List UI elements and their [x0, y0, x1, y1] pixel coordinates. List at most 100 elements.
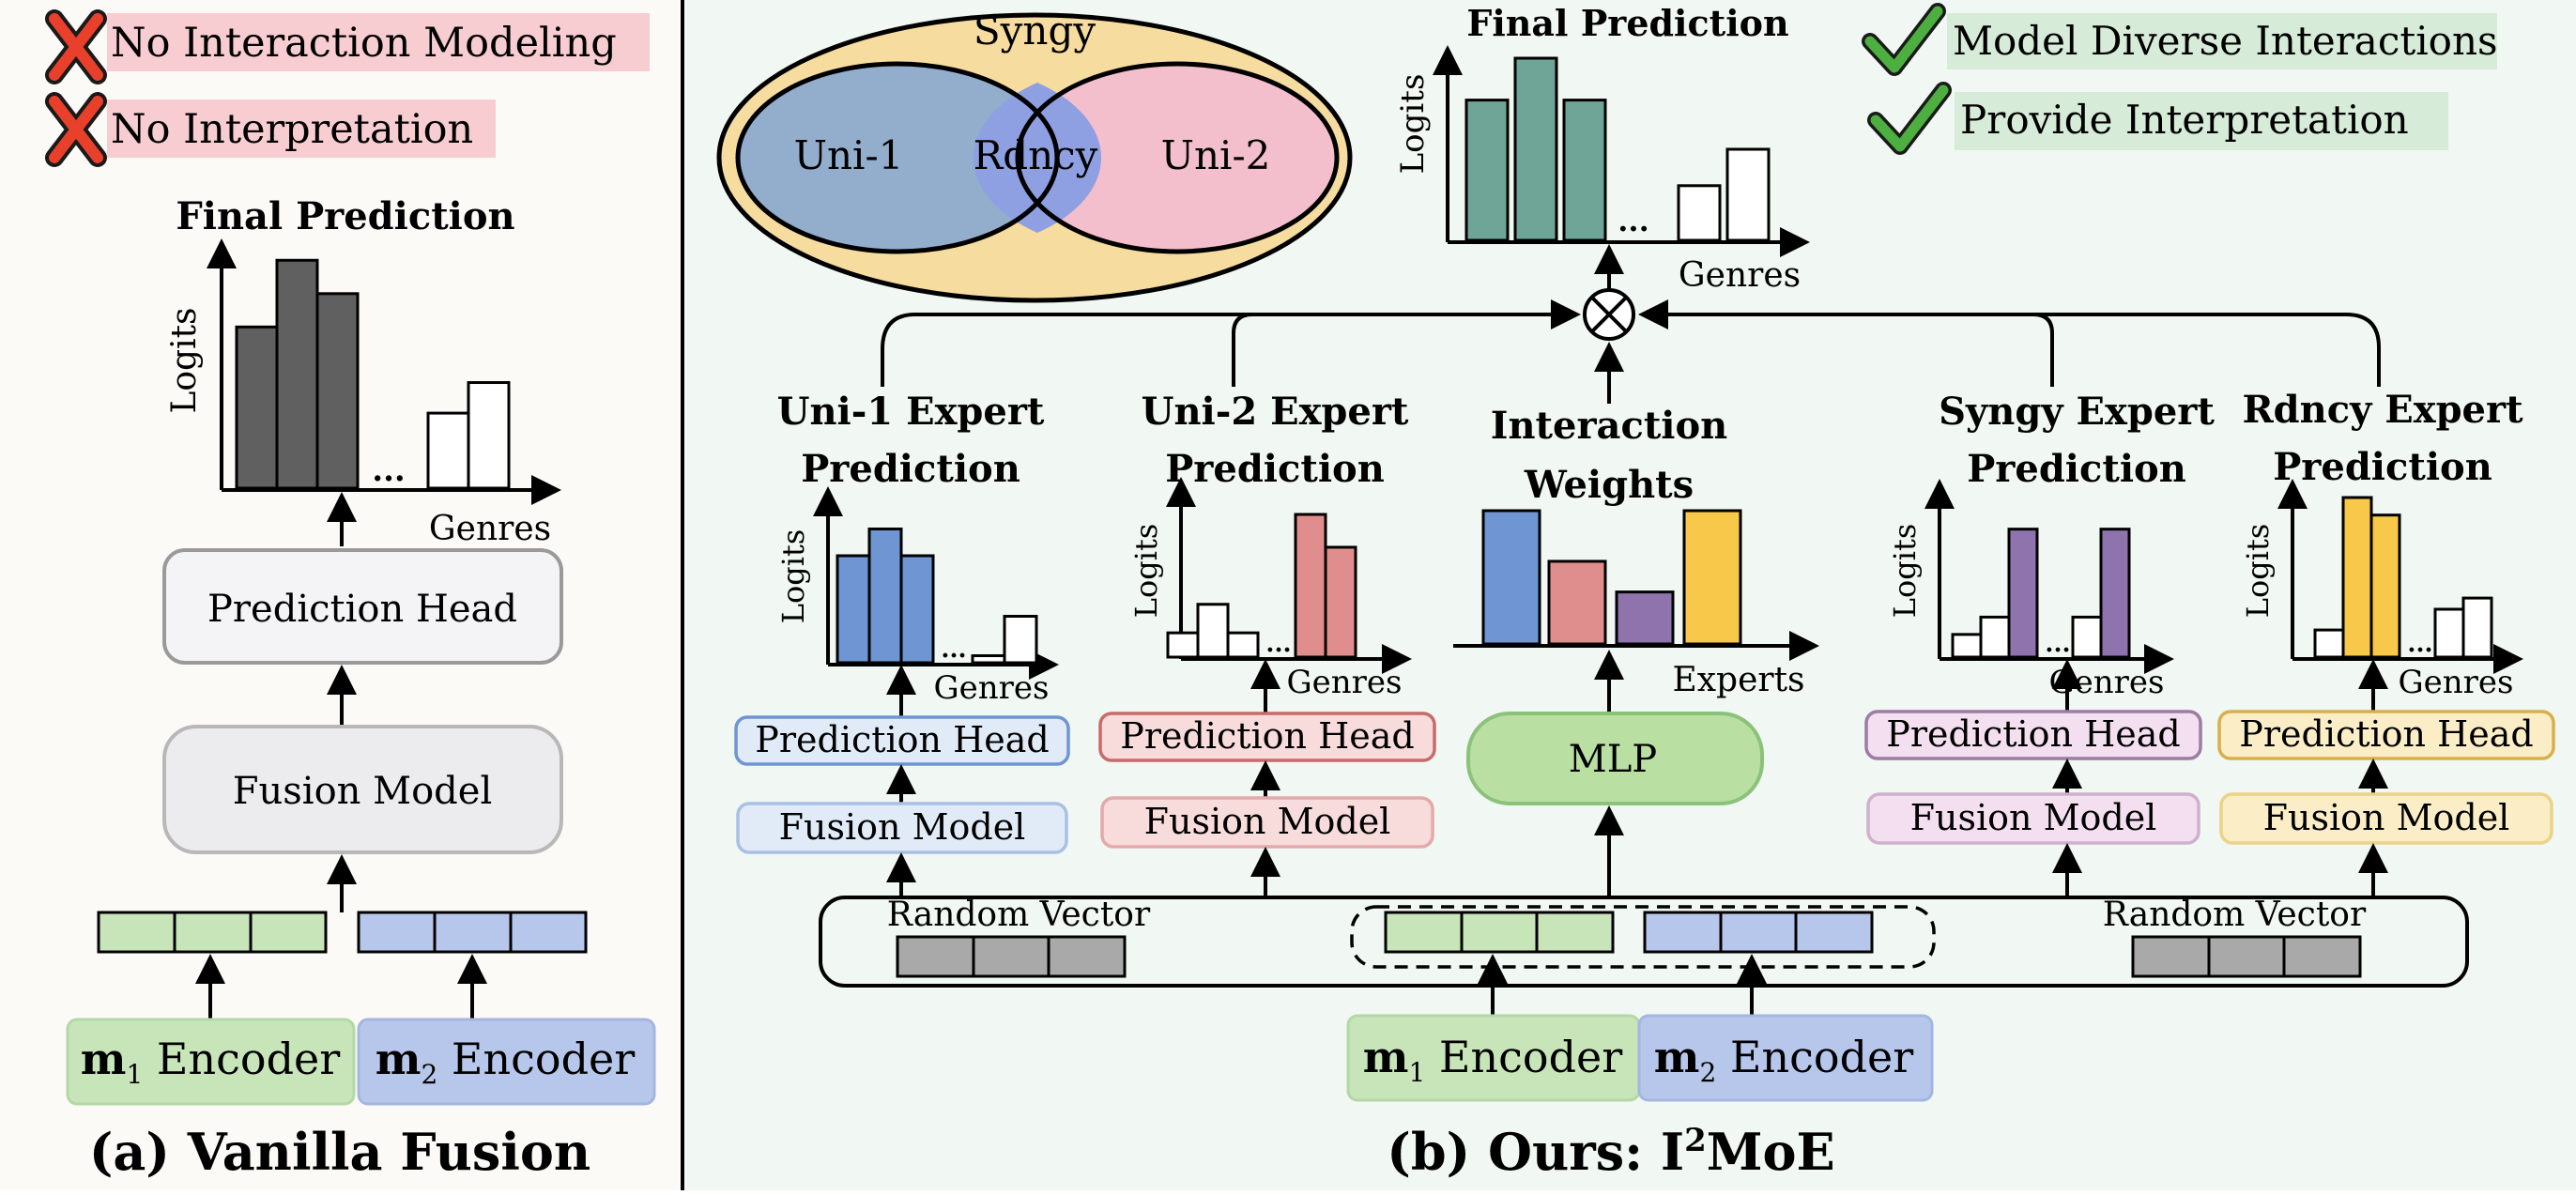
final-prediction-title: Final Prediction — [176, 194, 514, 238]
bar — [1979, 615, 2011, 659]
x-axis-label: Genres — [429, 510, 551, 548]
x-axis-label: Genres — [933, 669, 1049, 707]
interaction-weights-chart: Experts — [1453, 509, 1819, 699]
connector — [1638, 299, 2381, 387]
mlp-box — [1466, 712, 1764, 805]
weight-bar — [1547, 559, 1607, 646]
bar — [1951, 633, 1983, 659]
bar — [1003, 615, 1038, 665]
good-point-label: Model Diverse Interactions — [1953, 18, 2498, 64]
bar — [2313, 628, 2345, 659]
rdncy-label: Rdncy — [974, 132, 1098, 178]
ellipsis: ... — [2045, 630, 2070, 658]
x-axis-label: Genres — [1679, 256, 1801, 295]
bar — [836, 554, 871, 665]
y-axis-label: Logits — [1394, 74, 1432, 175]
m1-encoder-box — [66, 1018, 356, 1106]
expert-title: Prediction — [1165, 447, 1385, 491]
expert-block-1: Uni-1 ExpertPredictionLogitsGenres...Pre… — [734, 390, 1070, 897]
input-container — [819, 896, 2469, 988]
bar — [2099, 528, 2131, 659]
m2-encoder-label: m2 Encoder — [376, 1034, 635, 1090]
random-vector-label: Random Vector — [2103, 896, 2367, 934]
fusion-model-label: Fusion Model — [1910, 797, 2157, 838]
m1-encoder-label: m1 Encoder — [1363, 1032, 1622, 1088]
bar — [315, 292, 360, 490]
y-axis-label: Logits — [775, 529, 811, 624]
bar — [2071, 615, 2103, 659]
ellipsis: ... — [1265, 630, 1291, 658]
prediction-head-label: Prediction Head — [755, 719, 1049, 760]
final-prediction-chart: Logits Genres ... — [1394, 45, 1810, 295]
y-axis-label: Logits — [2240, 524, 2276, 619]
bad-point-label: No Interaction Modeling — [111, 20, 617, 67]
bar — [867, 528, 903, 665]
bar — [2341, 496, 2373, 659]
prediction-head-label: Prediction Head — [1120, 715, 1414, 757]
caption-a: (a) Vanilla Fusion — [89, 1122, 590, 1182]
bar — [1677, 184, 1722, 242]
bar — [1324, 545, 1357, 659]
y-axis-label: Logits — [165, 307, 204, 413]
expert-charts: Uni-1 ExpertPredictionLogitsGenres...Pre… — [734, 388, 2555, 897]
ellipsis: ... — [372, 452, 406, 489]
bad-point-1: No Interaction Modeling — [45, 9, 650, 84]
m1-embedding — [1384, 911, 1615, 954]
bar — [2007, 528, 2039, 659]
red-x-icon — [45, 9, 107, 84]
right-panel: Syngy Uni-1 Rdncy Uni-2 Final Prediction… — [716, 2, 2555, 1182]
bar — [2369, 513, 2401, 659]
caption-b: (b) Ours: I2MoE — [1387, 1122, 1834, 1182]
fusion-model-label: Fusion Model — [779, 806, 1026, 848]
m1-embedding — [97, 911, 328, 954]
interaction-title: Interaction — [1491, 404, 1728, 448]
bar — [1725, 147, 1771, 242]
embedding-group — [1350, 905, 1936, 969]
prediction-head-box — [162, 548, 563, 665]
m2-encoder-box — [1637, 1014, 1934, 1102]
venn-diagram: Syngy Uni-1 Rdncy Uni-2 — [716, 8, 1353, 303]
expert-title: Prediction — [1967, 447, 2186, 491]
final-prediction-chart: Logits Genres ... — [165, 238, 561, 548]
connector — [2032, 313, 2054, 387]
uni1-label: Uni-1 — [794, 132, 904, 178]
prediction-head-label: Prediction Head — [207, 588, 517, 631]
expert-title: Rdncy Expert — [2242, 388, 2523, 432]
weight-bar — [1481, 509, 1541, 646]
weight-bar — [1682, 509, 1742, 646]
rdncy-overlap — [974, 83, 1101, 233]
m2-embedding — [1643, 911, 1874, 954]
bar — [1196, 603, 1230, 659]
bar — [275, 258, 319, 490]
x-axis-label: Genres — [2398, 664, 2513, 701]
random-vector-left — [896, 935, 1127, 978]
good-point-label: Provide Interpretation — [1960, 97, 2409, 143]
bar — [235, 325, 279, 490]
expert-title: Uni-2 Expert — [1142, 390, 1409, 434]
interaction-title: Weights — [1524, 463, 1694, 507]
bar — [1513, 56, 1558, 242]
fusion-model-box — [1866, 792, 2200, 845]
fusion-model-label: Fusion Model — [233, 770, 493, 813]
m1-encoder-label: m1 Encoder — [81, 1034, 340, 1090]
good-point-1: Model Diverse Interactions — [1862, 3, 2498, 76]
bar — [1294, 513, 1327, 659]
expert-title: Prediction — [2273, 445, 2492, 489]
bar — [1226, 631, 1260, 659]
good-point-2: Provide Interpretation — [1867, 82, 2448, 155]
connector — [881, 299, 1581, 387]
bar — [2461, 596, 2493, 659]
y-axis-label: Logits — [1128, 524, 1164, 619]
combine-operator — [1583, 288, 1635, 341]
ellipsis: ... — [941, 636, 966, 664]
y-axis-label: Logits — [1887, 524, 1923, 619]
bar — [426, 411, 470, 490]
m2-encoder-box — [357, 1018, 656, 1106]
ellipsis: ... — [2407, 630, 2432, 658]
x-axis-label: Genres — [1286, 664, 1402, 701]
bar — [899, 554, 935, 665]
bad-point-2: No Interpretation — [45, 92, 496, 167]
